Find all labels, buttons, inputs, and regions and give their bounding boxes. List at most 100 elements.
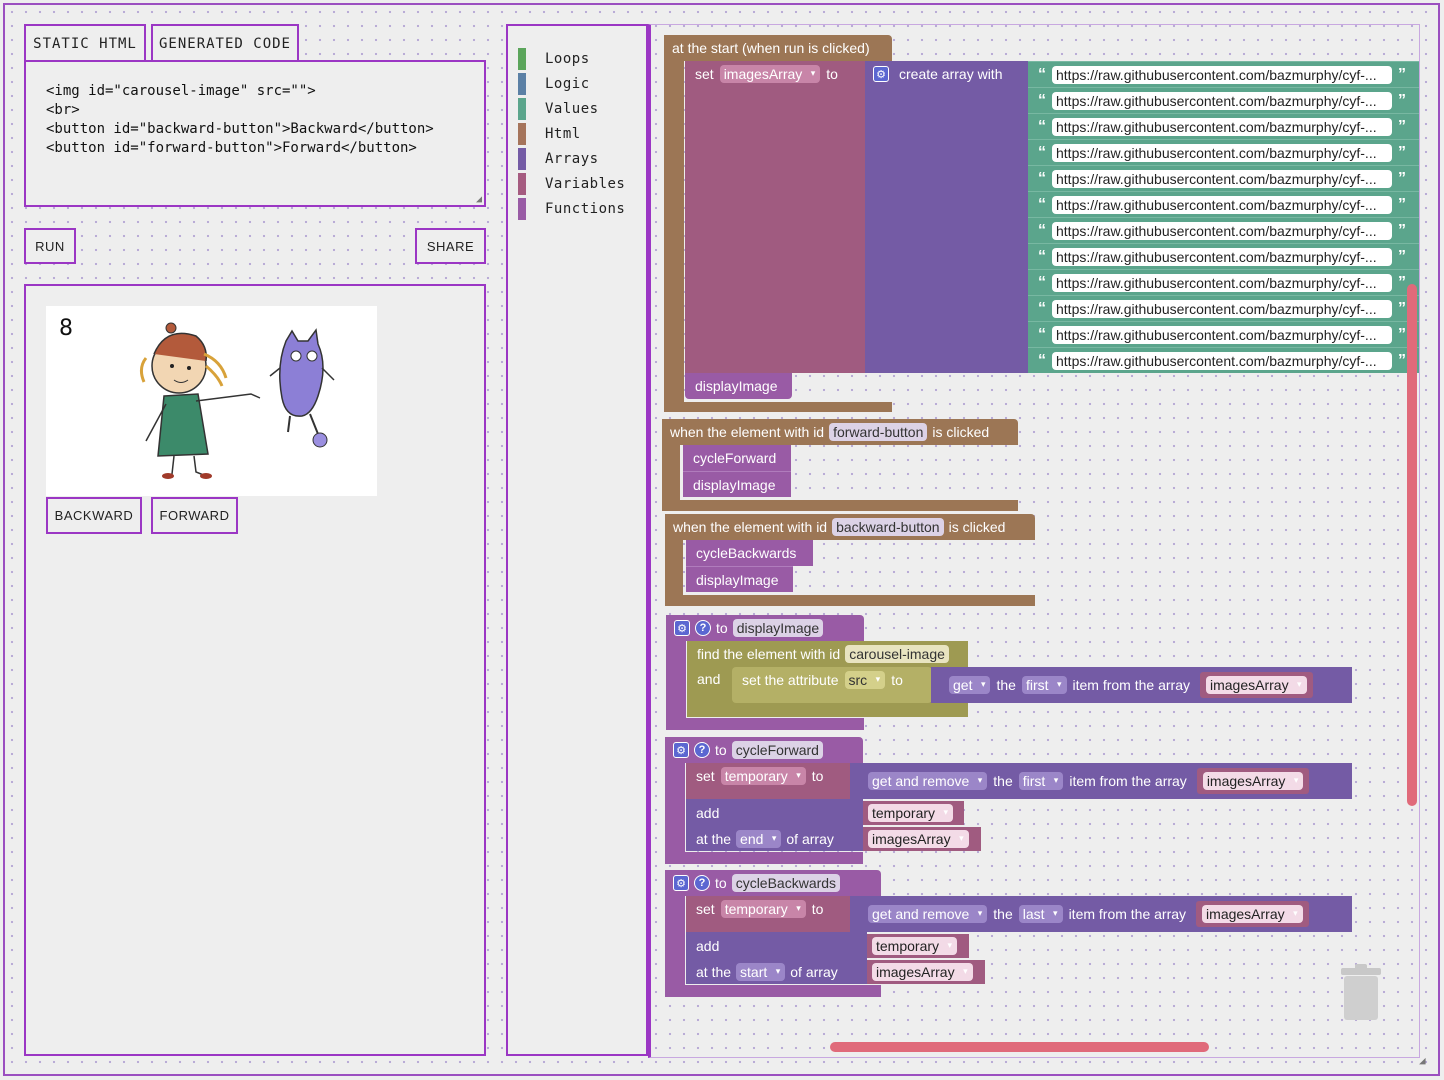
set-label: set (695, 66, 714, 82)
images-array-var-dropdown[interactable]: imagesArray (872, 963, 973, 981)
function-name-field[interactable]: cycleBackwards (731, 874, 841, 892)
open-quote-icon: “ (1038, 273, 1046, 291)
temporary-var-dropdown[interactable]: temporary (720, 767, 806, 785)
toolbox-category-functions[interactable]: Functions (518, 198, 625, 220)
call-display-image[interactable]: displayImage (685, 373, 792, 399)
call-display-image[interactable]: displayImage (683, 471, 791, 497)
url-string-block[interactable]: “https://raw.githubusercontent.com/bazmu… (1028, 217, 1419, 243)
carousel-image-id-field[interactable]: carousel-image (845, 645, 949, 663)
images-array-var-dropdown[interactable]: imagesArray (1202, 905, 1303, 923)
temporary-var-dropdown[interactable]: temporary (872, 937, 958, 955)
toolbox-category-arrays[interactable]: Arrays (518, 148, 599, 170)
gear-icon[interactable]: ⚙ (873, 66, 889, 82)
get-remove-dropdown[interactable]: get and remove (868, 772, 988, 790)
forward-button-id-field[interactable]: forward-button (829, 423, 928, 441)
html-editor[interactable]: <img id="carousel-image" src=""> <br> <b… (24, 60, 486, 207)
forward-button[interactable]: FORWARD (151, 497, 238, 534)
backward-button[interactable]: BACKWARD (46, 497, 142, 534)
category-label: Arrays (545, 151, 599, 167)
get-item-block[interactable]: get the first item from the array images… (931, 667, 1352, 703)
url-string-block[interactable]: “https://raw.githubusercontent.com/bazmu… (1028, 87, 1419, 113)
help-icon[interactable]: ? (694, 875, 710, 891)
set-images-array-block[interactable] (685, 61, 865, 373)
editor-code[interactable]: <img id="carousel-image" src=""> <br> <b… (46, 83, 434, 156)
url-field[interactable]: https://raw.githubusercontent.com/bazmur… (1052, 351, 1392, 370)
url-field[interactable]: https://raw.githubusercontent.com/bazmur… (1052, 195, 1392, 214)
toolbox-category-loops[interactable]: Loops (518, 48, 590, 70)
url-field[interactable]: https://raw.githubusercontent.com/bazmur… (1052, 299, 1392, 318)
url-field[interactable]: https://raw.githubusercontent.com/bazmur… (1052, 325, 1392, 344)
call-display-image[interactable]: displayImage (686, 566, 793, 592)
run-button[interactable]: RUN (24, 228, 76, 264)
toolbox-category-html[interactable]: Html (518, 123, 581, 145)
images-array-var-dropdown[interactable]: imagesArray (868, 830, 969, 848)
at-the-label: at the (696, 831, 732, 847)
images-array-var-dropdown[interactable]: imagesArray (719, 65, 821, 83)
gear-icon[interactable]: ⚙ (674, 620, 690, 636)
create-array-block[interactable] (865, 61, 1028, 373)
url-string-block[interactable]: “https://raw.githubusercontent.com/bazmu… (1028, 113, 1419, 139)
url-field[interactable]: https://raw.githubusercontent.com/bazmur… (1052, 221, 1392, 240)
open-quote-icon: “ (1038, 247, 1046, 265)
get-remove-dropdown[interactable]: get and remove (868, 905, 988, 923)
help-icon[interactable]: ? (695, 620, 711, 636)
trash-icon[interactable] (1339, 964, 1383, 1022)
set-label: set (696, 901, 715, 917)
url-field[interactable]: https://raw.githubusercontent.com/bazmur… (1052, 91, 1392, 110)
toolbox-category-logic[interactable]: Logic (518, 73, 590, 95)
open-quote-icon: “ (1038, 351, 1046, 369)
function-name-field[interactable]: displayImage (732, 619, 824, 637)
url-string-block[interactable]: “ https://raw.githubusercontent.com/bazmu… (1028, 269, 1419, 295)
close-quote-icon: ” (1398, 169, 1406, 187)
set-attribute-block[interactable] (732, 667, 932, 703)
url-field[interactable]: https://raw.githubusercontent.com/bazmur… (1052, 247, 1392, 266)
end-dropdown[interactable]: end (736, 830, 782, 848)
carousel-image: 8 (46, 306, 377, 496)
backward-button-id-field[interactable]: backward-button (832, 518, 944, 536)
url-string-block[interactable]: “https://raw.githubusercontent.com/bazmu… (1028, 165, 1419, 191)
url-field[interactable]: https://raw.githubusercontent.com/bazmur… (1052, 117, 1392, 136)
resize-handle-icon[interactable]: ◢ (475, 194, 482, 205)
start-dropdown[interactable]: start (736, 963, 786, 981)
toolbox-category-variables[interactable]: Variables (518, 173, 625, 195)
horizontal-scrollbar[interactable] (830, 1042, 1209, 1052)
url-string-block[interactable]: “ https://raw.githubusercontent.com/bazmu… (1028, 243, 1419, 269)
function-name-field[interactable]: cycleForward (731, 741, 823, 759)
get-remove-block[interactable]: get and remove the last item from the ar… (850, 896, 1352, 932)
share-button[interactable]: SHARE (415, 228, 486, 264)
workspace[interactable] (648, 24, 1420, 1058)
url-string-block[interactable]: “https://raw.githubusercontent.com/bazmu… (1028, 61, 1419, 87)
url-string-block[interactable]: “https://raw.githubusercontent.com/bazmu… (1028, 191, 1419, 217)
close-quote-icon: ” (1398, 65, 1406, 83)
url-field[interactable]: https://raw.githubusercontent.com/bazmur… (1052, 65, 1392, 84)
close-quote-icon: ” (1398, 299, 1406, 317)
temporary-var-dropdown[interactable]: temporary (868, 804, 954, 822)
tab-static-html[interactable]: STATIC HTML (24, 24, 146, 62)
vertical-scrollbar[interactable] (1407, 284, 1417, 806)
images-array-var-dropdown[interactable]: imagesArray (1202, 772, 1304, 790)
call-cycle-backwards[interactable]: cycleBackwards (686, 540, 813, 566)
gear-icon[interactable]: ⚙ (673, 875, 689, 891)
position-dropdown[interactable]: last (1018, 905, 1063, 923)
toolbox-category-values[interactable]: Values (518, 98, 599, 120)
tab-generated-code[interactable]: GENERATED CODE (151, 24, 299, 62)
call-cycle-forward[interactable]: cycleForward (683, 445, 791, 471)
resize-corner-icon[interactable]: ◢ (1419, 1054, 1426, 1067)
url-string-block[interactable]: “ https://raw.githubusercontent.com/bazmu… (1028, 347, 1419, 373)
url-field[interactable]: https://raw.githubusercontent.com/bazmur… (1052, 169, 1392, 188)
url-field[interactable]: https://raw.githubusercontent.com/bazmur… (1052, 273, 1392, 292)
close-quote-icon: ” (1398, 221, 1406, 239)
url-string-block[interactable]: “https://raw.githubusercontent.com/bazmu… (1028, 321, 1419, 347)
attribute-dropdown[interactable]: src (844, 671, 886, 689)
images-array-var-dropdown[interactable]: imagesArray (1205, 676, 1307, 694)
temporary-var-dropdown[interactable]: temporary (720, 900, 806, 918)
help-icon[interactable]: ? (694, 742, 710, 758)
get-dropdown[interactable]: get (949, 676, 991, 694)
position-dropdown[interactable]: first (1021, 676, 1067, 694)
url-string-block[interactable]: “https://raw.githubusercontent.com/bazmu… (1028, 139, 1419, 165)
url-string-block[interactable]: “https://raw.githubusercontent.com/bazmu… (1028, 295, 1419, 321)
position-dropdown[interactable]: first (1018, 772, 1064, 790)
get-remove-block[interactable]: get and remove the first item from the a… (850, 763, 1352, 799)
url-field[interactable]: https://raw.githubusercontent.com/bazmur… (1052, 143, 1392, 162)
gear-icon[interactable]: ⚙ (673, 742, 689, 758)
